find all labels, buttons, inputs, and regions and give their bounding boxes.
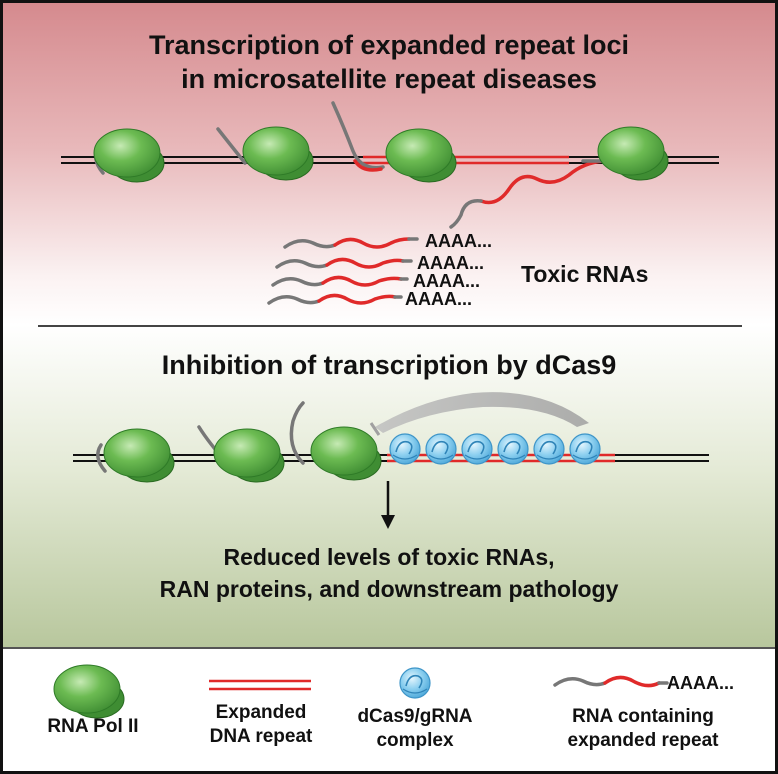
rna-pol-ii-icon [597,126,669,181]
diagram-canvas [53,101,719,719]
polya-label: AAAA... [417,253,484,273]
legend-repeat-label-line1: Expanded [215,702,307,723]
inhibition-bar [369,422,381,436]
legend-panel [3,649,775,771]
dcas9-icon [497,433,529,465]
dcas9-icon [569,433,601,465]
polya-label: AAAA... [425,231,492,251]
legend-dcas9-label-line2: complex [376,730,454,751]
rna-pol-ii-icon [310,426,382,481]
legend-repeat-label-line2: DNA repeat [209,726,313,747]
toxic-rna-stack [267,237,419,305]
mid-title: Inhibition of transcription by dCas9 [161,350,617,380]
dcas9-icon [533,433,565,465]
rna-pol-ii-icon [242,126,314,181]
legend-rna-pol-ii-icon [53,664,125,719]
rna-pol-ii-icon [103,428,175,483]
legend-dcas9-label-line1: dCas9/gRNA [357,706,473,727]
legend-rna-label-line2: expanded repeat [567,730,719,751]
polya-label: AAAA... [405,289,472,309]
rna-pol-ii-icon [93,128,165,183]
nascent-rnas-top [94,101,605,229]
legend-rna-label-line1: RNA containing [572,706,714,727]
rna-pol-ii-icon [385,128,457,183]
down-arrow-icon [381,481,395,529]
rna-polymerases-top [93,126,669,183]
rna-polymerases-mid [103,426,382,483]
dcas9-complexes [389,433,601,465]
result-line2: RAN proteins, and downstream pathology [159,576,619,602]
panel-divider [38,325,742,327]
legend-rna-pol-ii-label: RNA Pol II [47,716,139,737]
result-line1: Reduced levels of toxic RNAs, [223,544,555,570]
inhibition-arc [375,392,589,433]
top-title-line2: in microsatellite repeat diseases [181,64,597,94]
legend-divider [3,647,775,649]
top-title-line1: Transcription of expanded repeat loci [148,30,630,60]
legend-polya-label: AAAA... [667,673,734,693]
dcas9-icon [461,433,493,465]
dcas9-icon [389,433,421,465]
dcas9-icon [425,433,457,465]
toxic-rnas-label: Toxic RNAs [521,261,649,287]
legend-expanded-repeat-icon [209,679,311,691]
polya-label: AAAA... [413,271,480,291]
legend-dcas9-icon [399,667,431,699]
legend-rna-icon [553,675,669,688]
rna-pol-ii-icon [213,428,285,483]
